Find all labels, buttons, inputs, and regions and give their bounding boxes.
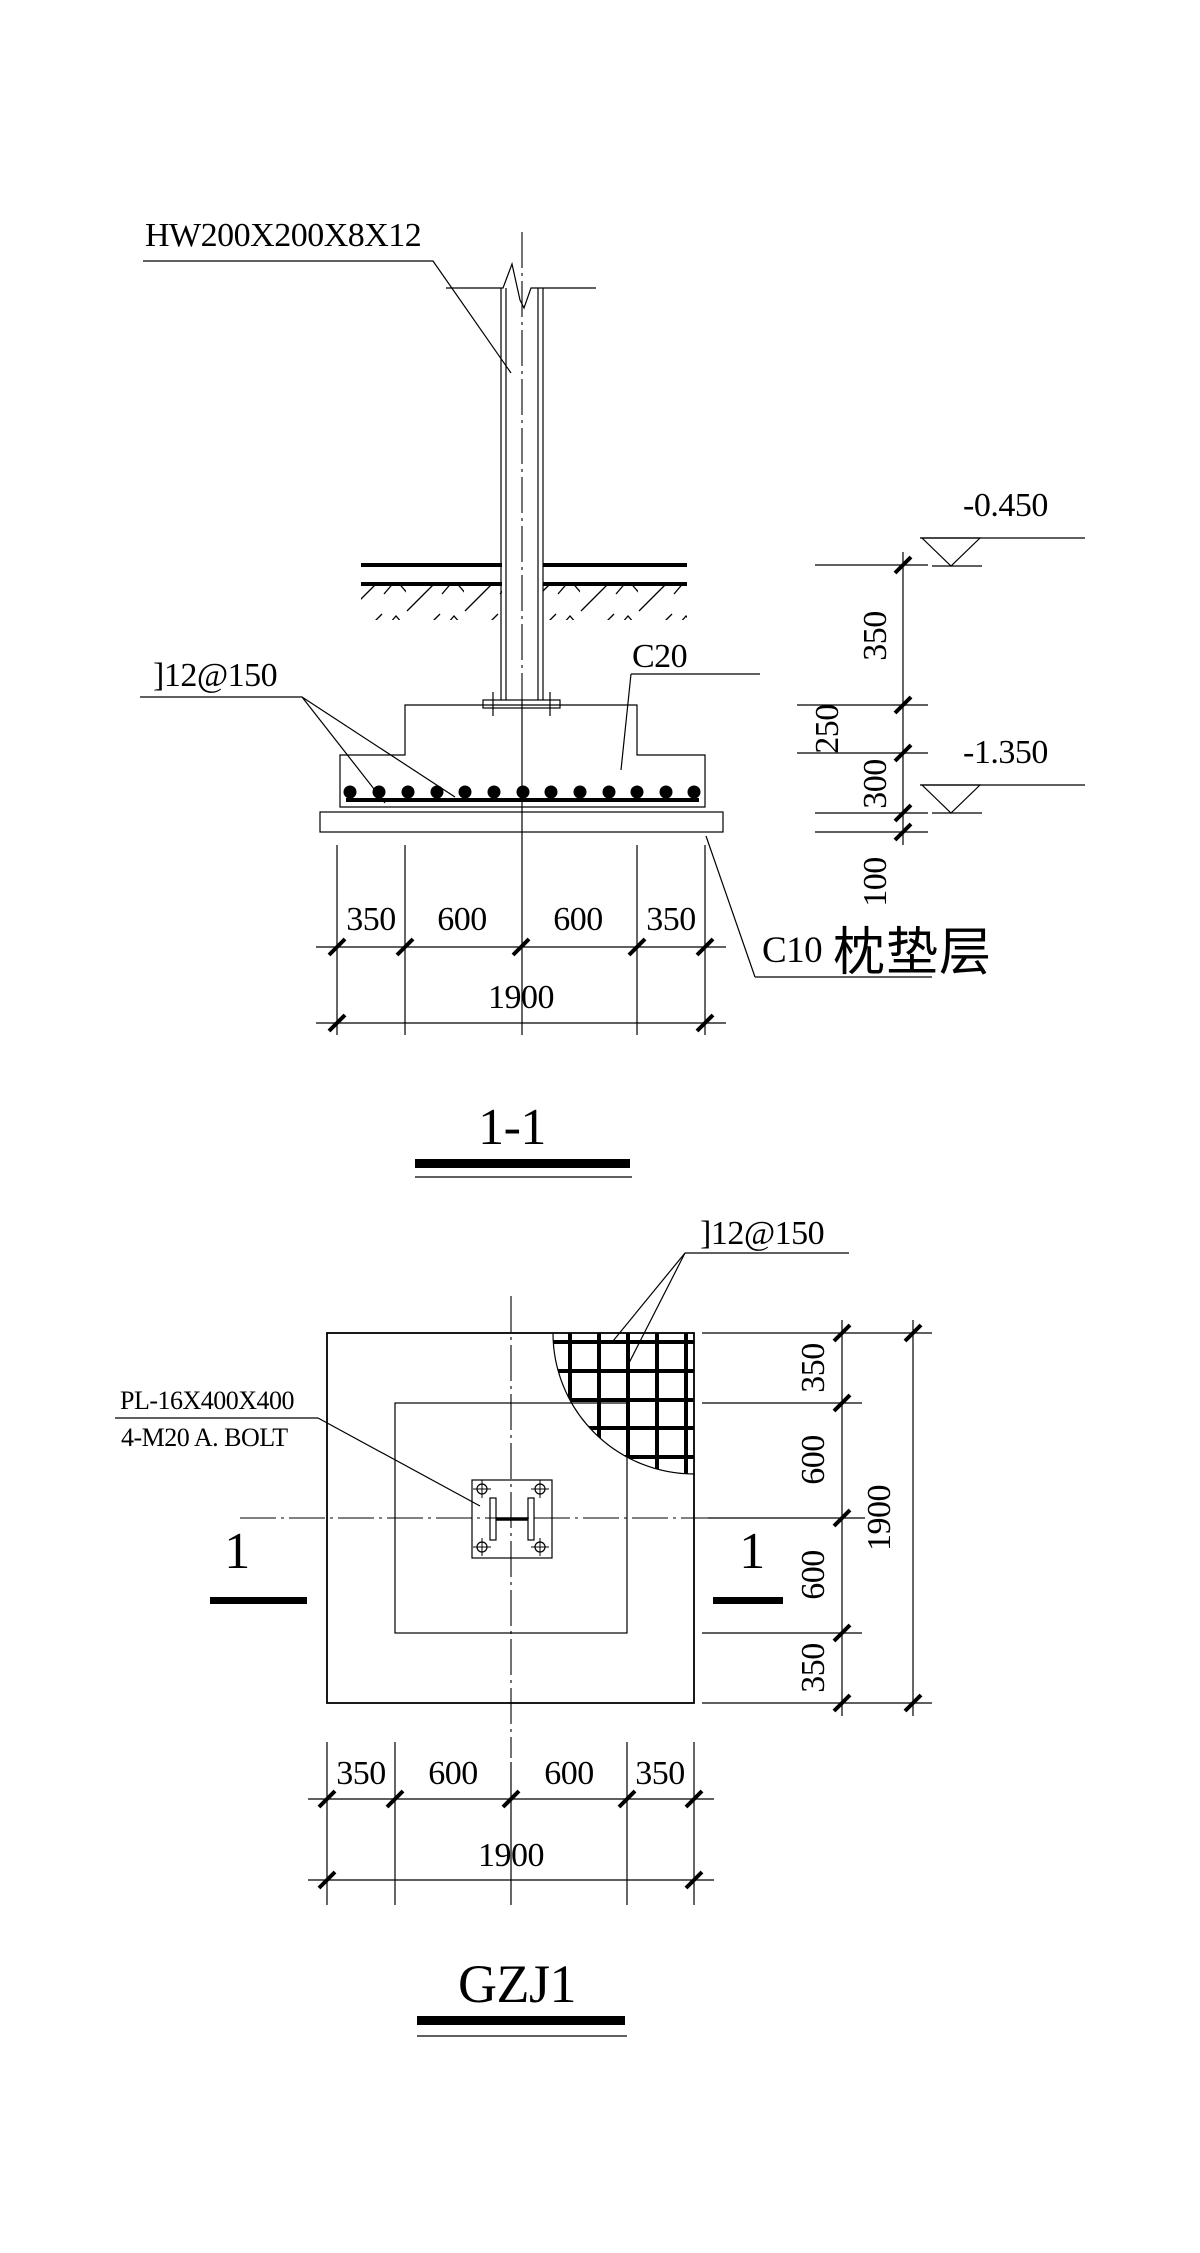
section-title-group: 1-1 <box>415 1099 632 1178</box>
mesh-label: ]12@150 <box>700 1215 824 1252</box>
section-title: 1-1 <box>478 1099 546 1156</box>
cushion-leader <box>705 835 756 978</box>
elevation-mark-bottom: -1.350 <box>920 734 1085 814</box>
bottom-dim-600-left: 600 <box>428 1755 478 1792</box>
dim-350-depth: 350 <box>857 611 894 661</box>
rebar-label-group: ]12@150 <box>140 657 456 804</box>
plan-title-group: GZJ1 <box>417 1954 627 2037</box>
section-mark-number: 1 <box>224 1523 250 1580</box>
concrete-label-group: C20 <box>620 638 760 771</box>
anchor-bolt <box>530 1479 550 1499</box>
dim-600-left: 600 <box>437 901 487 938</box>
dim-total-1900: 1900 <box>488 979 554 1016</box>
section-horizontal-dims: 350 600 600 350 1900 <box>316 845 726 1035</box>
plan-pedestal-outline <box>394 1402 628 1634</box>
plan-side-dims: 350 600 600 350 1900 <box>702 1320 932 1716</box>
column-leader-line <box>143 260 512 374</box>
plate-label-group: PL-16X400X400 4-M20 A. BOLT <box>115 1386 481 1507</box>
plate-label: PL-16X400X400 <box>120 1386 295 1415</box>
ground-lines <box>361 563 687 620</box>
side-dim-350-bottom: 350 <box>795 1643 832 1693</box>
base-plate <box>482 692 561 716</box>
steel-column <box>446 232 596 1035</box>
title-underline-thick <box>417 2016 625 2025</box>
rebar-dots <box>343 785 701 799</box>
plan-base-plate <box>471 1479 553 1559</box>
dim-350-right: 350 <box>646 901 696 938</box>
column-flange-right <box>527 1497 535 1541</box>
plan-view: ]12@150 PL-16X400X400 4-M20 A. BOLT 1 <box>115 1215 932 2037</box>
soil-hatch-right <box>543 586 687 620</box>
side-dim-600-bottom: 600 <box>795 1550 832 1600</box>
section-cut-left: 1 <box>210 1523 307 1604</box>
concrete-label: C20 <box>632 638 687 675</box>
plan-title: GZJ1 <box>458 1954 576 2014</box>
bottom-dim-350-right: 350 <box>635 1755 685 1792</box>
dim-300-depth: 300 <box>857 759 894 809</box>
cushion-label-group: C10 枕垫层 <box>705 835 992 982</box>
section-cut-bar <box>210 1597 307 1604</box>
cushion-layer <box>319 811 724 833</box>
anchor-bolt <box>530 1537 550 1557</box>
title-underline-thick <box>415 1159 630 1168</box>
bolt-label: 4-M20 A. BOLT <box>121 1423 288 1452</box>
mesh-leader-2 <box>628 1252 686 1364</box>
plate-leader <box>317 1417 481 1507</box>
column-flange-left <box>489 1497 497 1541</box>
side-dim-600-top: 600 <box>795 1435 832 1485</box>
mesh-boundary-arc <box>552 1332 695 1475</box>
section-view: HW200X200X8X12 <box>140 217 1085 1178</box>
elevation-mark-top: -0.450 <box>920 487 1085 567</box>
elevation-bottom-value: -1.350 <box>963 734 1048 771</box>
footing-rebar <box>343 785 701 802</box>
cushion-name-label: 枕垫层 <box>833 925 992 982</box>
column-label-group: HW200X200X8X12 <box>143 217 512 374</box>
soil-hatch-left <box>361 586 502 620</box>
section-mark-number: 1 <box>739 1523 765 1580</box>
section-cut-right: 1 <box>713 1523 783 1604</box>
elevation-triangle <box>920 784 982 814</box>
anchor-bolt <box>472 1479 492 1499</box>
plan-bottom-dims: 350 600 600 350 1900 <box>308 1742 714 1905</box>
cushion-grade-label: C10 <box>762 930 822 971</box>
section-cut-bar <box>713 1597 783 1604</box>
plate-outline <box>471 1479 553 1559</box>
dim-100-cushion: 100 <box>857 857 894 907</box>
side-dim-350-top: 350 <box>795 1343 832 1393</box>
bottom-dim-350-left: 350 <box>336 1755 386 1792</box>
elevation-top-value: -0.450 <box>963 487 1048 524</box>
rebar-label: ]12@150 <box>153 657 277 694</box>
dim-600-right: 600 <box>553 901 603 938</box>
dim-350-left: 350 <box>346 901 396 938</box>
column-break-symbol <box>446 261 596 310</box>
rebar-leader-2 <box>301 696 456 798</box>
elevation-triangle <box>920 537 982 567</box>
plan-footing-outline <box>326 1332 695 1704</box>
concrete-leader <box>620 673 632 771</box>
mesh-leader-1 <box>612 1252 686 1342</box>
section-vertical-dims: 350 250 300 100 <box>797 552 928 907</box>
footing-outline <box>339 704 706 808</box>
bottom-dim-600-right: 600 <box>544 1755 594 1792</box>
anchor-bolt <box>472 1537 492 1557</box>
bottom-dim-total-1900: 1900 <box>478 1837 544 1874</box>
side-dim-total-1900: 1900 <box>861 1485 898 1551</box>
mesh-label-group: ]12@150 <box>612 1215 849 1364</box>
dim-250-depth: 250 <box>809 704 846 754</box>
column-label: HW200X200X8X12 <box>145 217 421 254</box>
